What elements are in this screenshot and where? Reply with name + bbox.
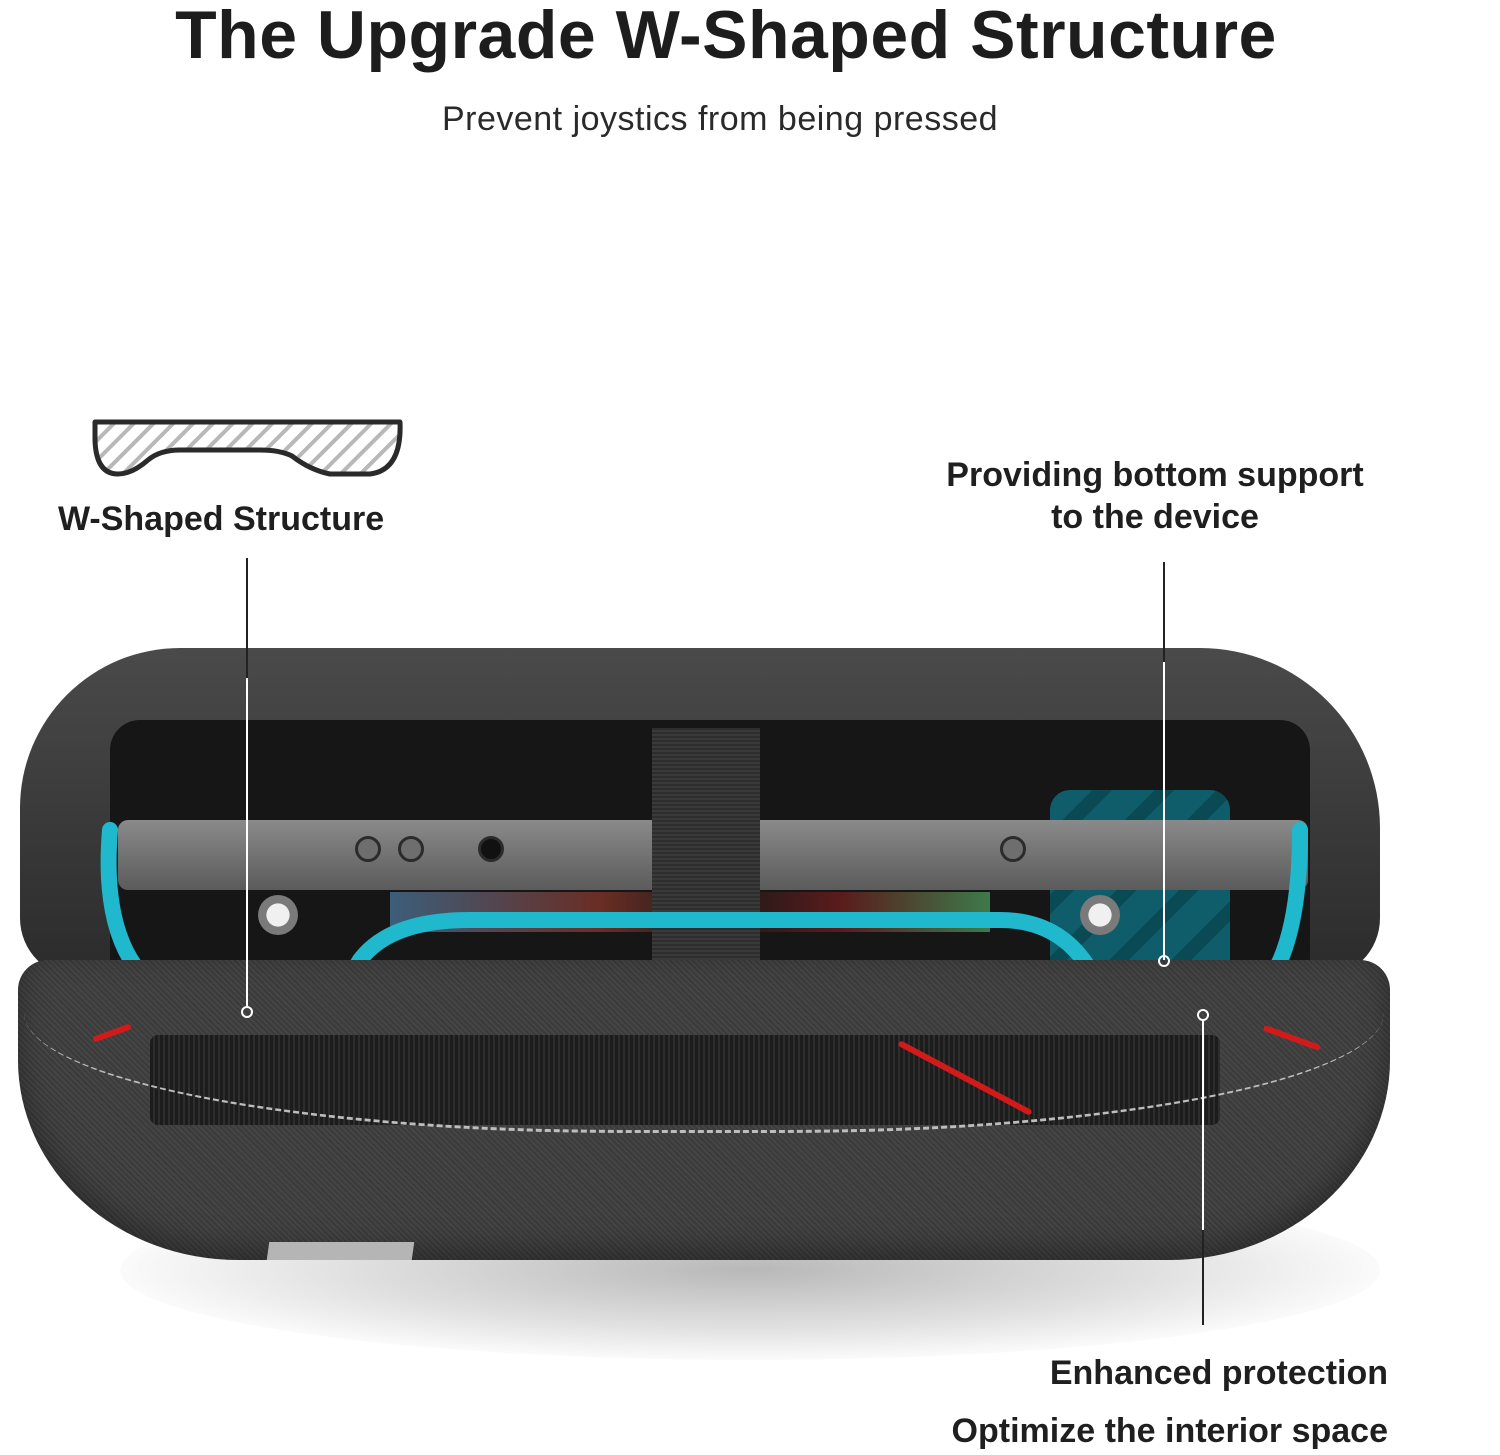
leader-dot-w-shape: [241, 1006, 253, 1018]
headphone-jack-icon: [478, 836, 504, 862]
power-button-icon: [1000, 836, 1026, 862]
left-joystick-icon: [258, 895, 298, 935]
leader-line-w-shape-top: [246, 558, 248, 678]
right-joystick-icon: [1080, 895, 1120, 935]
w-shaped-structure-label: W-Shaped Structure: [58, 500, 385, 538]
leader-line-w-shape: [246, 558, 248, 1008]
page-title: The Upgrade W-Shaped Structure: [175, 0, 1277, 73]
leader-dot-enhanced: [1197, 1009, 1209, 1021]
w-shape-cross-section-icon: [92, 419, 403, 477]
leader-line-enhanced: [1202, 1021, 1204, 1325]
leader-line-enhanced-bottom: [1202, 1230, 1204, 1325]
leader-dot-bottom-support: [1158, 955, 1170, 967]
enhanced-protection-label: Enhanced protection: [1049, 1354, 1388, 1392]
bottom-support-line1: Providing bottom support: [946, 456, 1364, 494]
plus-button-icon: [398, 836, 424, 862]
bottom-support-label: Providing bottom support to the device: [900, 454, 1410, 538]
reflective-strip: [266, 1242, 415, 1260]
leader-line-bottom-support: [1163, 562, 1165, 960]
bottom-support-line2: to the device: [1051, 498, 1259, 536]
leader-line-bottom-support-top: [1163, 562, 1165, 662]
minus-button-icon: [355, 836, 381, 862]
front-zipper: [24, 1010, 1384, 1133]
page-subtitle: Prevent joystics from being pressed: [441, 100, 999, 138]
optimize-interior-label: Optimize the interior space: [951, 1412, 1388, 1450]
